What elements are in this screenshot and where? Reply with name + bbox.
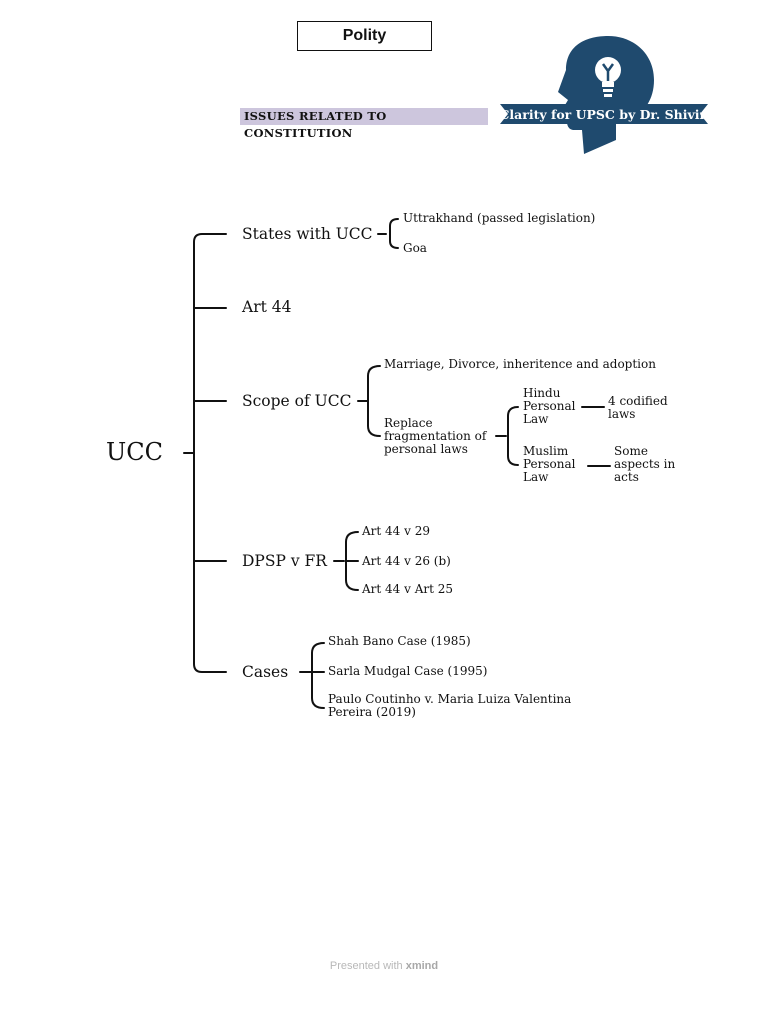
footer-prefix: Presented with [329, 960, 403, 972]
footer-brand: xmind [405, 960, 439, 972]
case-item: Paulo Coutinho v. Maria Luiza Valentina … [328, 692, 572, 719]
branch-dpsp: DPSP v FR [242, 552, 327, 570]
branch-scope: Scope of UCC [242, 392, 352, 410]
states-item: Goa [403, 241, 427, 255]
hindu-detail: 4 codified laws [608, 394, 668, 421]
footer-credit: Presented with xmind [0, 960, 768, 972]
dpsp-item: Art 44 v 26 (b) [362, 554, 451, 568]
case-item: Sarla Mudgal Case (1995) [328, 664, 488, 678]
dpsp-item: Art 44 v 29 [362, 524, 430, 538]
ribbon-shape [500, 104, 708, 124]
brand-logo: Clarity for UPSC by Dr. Shivin [499, 36, 709, 154]
topic-banner: ISSUES RELATED TO CONSTITUTION [240, 108, 488, 140]
branch-states: States with UCC [242, 225, 373, 243]
lightbulb-icon [595, 57, 621, 97]
dpsp-item: Art 44 v Art 25 [362, 582, 454, 596]
branch-cases: Cases [242, 663, 289, 681]
muslim-law: Muslim Personal Law [523, 444, 576, 484]
branch-art44: Art 44 [242, 298, 292, 316]
states-item: Uttrakhand (passed legislation) [403, 211, 596, 225]
scope-marriage: Marriage, Divorce, inheritence and adopt… [384, 357, 656, 371]
root-node: UCC [106, 438, 163, 466]
subject-title: Polity [297, 21, 432, 51]
scope-replace: Replace fragmentation of personal laws [384, 416, 487, 456]
case-item: Shah Bano Case (1985) [328, 634, 471, 648]
logo-text: Clarity for UPSC by Dr. Shivin [499, 107, 708, 122]
hindu-law: Hindu Personal Law [523, 386, 584, 426]
muslim-detail: Some aspects in acts [614, 444, 676, 484]
